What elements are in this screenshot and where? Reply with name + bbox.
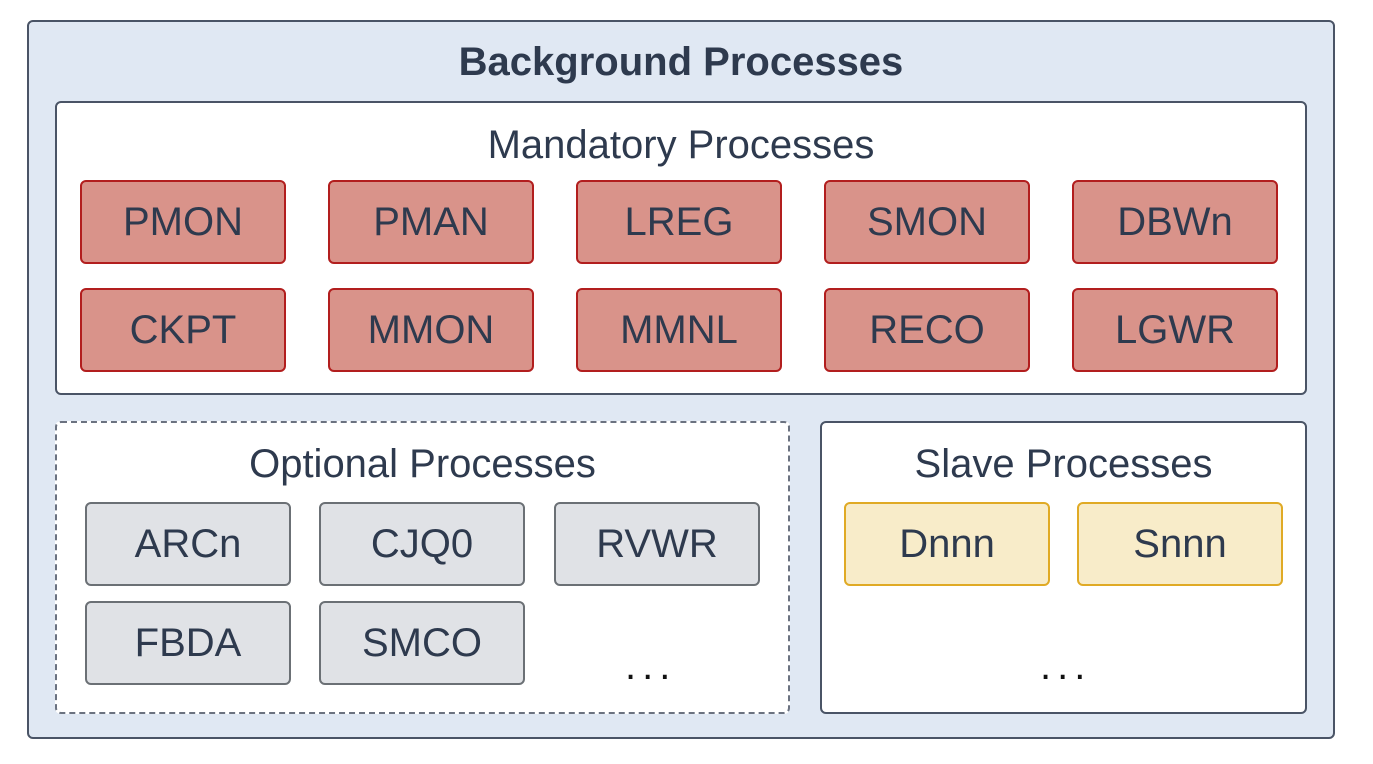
slave-processes-title: Slave Processes [914,442,1213,486]
process-box-ckpt: CKPT [80,288,286,372]
process-box-snnn: Snnn [1077,502,1283,586]
process-box-cjq0: CJQ0 [319,502,525,586]
process-box-fbda: FBDA [85,601,291,685]
slave-ellipsis: ... [1040,644,1092,688]
process-box-pmon: PMON [80,180,286,264]
optional-processes-title: Optional Processes [249,442,596,486]
process-box-pman: PMAN [328,180,534,264]
process-box-dbwn: DBWn [1072,180,1278,264]
process-box-rvwr: RVWR [554,502,760,586]
process-box-smco: SMCO [319,601,525,685]
mandatory-processes-title: Mandatory Processes [487,123,875,167]
process-box-mmnl: MMNL [576,288,782,372]
process-box-mmon: MMON [328,288,534,372]
process-box-lgwr: LGWR [1072,288,1278,372]
process-box-lreg: LREG [576,180,782,264]
optional-ellipsis: ... [625,644,677,688]
diagram-title: Background Processes [458,40,904,84]
process-box-reco: RECO [824,288,1030,372]
process-box-smon: SMON [824,180,1030,264]
process-box-arcn: ARCn [85,502,291,586]
process-box-dnnn: Dnnn [844,502,1050,586]
